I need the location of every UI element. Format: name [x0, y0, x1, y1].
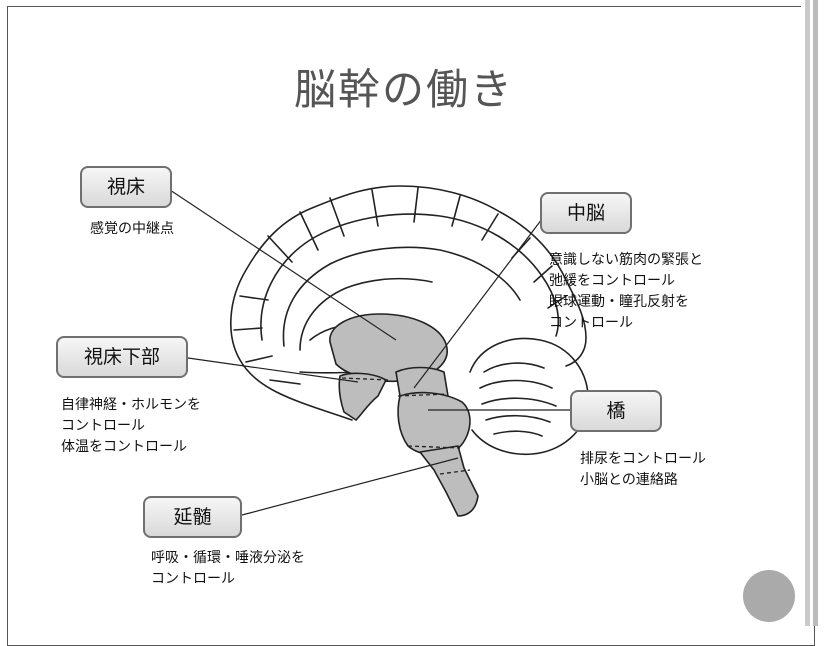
callout-line-hypothalamus — [187, 357, 359, 383]
desc-midbrain: 意識しない筋肉の緊張と 弛緩をコントロール 眼球運動・瞳孔反射を コントロール — [549, 252, 703, 331]
label-medulla: 延髄 — [143, 496, 242, 538]
slide-edge-decoration — [801, 0, 825, 626]
label-hypothalamus: 視床下部 — [56, 336, 188, 378]
gyrus-line — [282, 246, 521, 347]
brain-illustration — [169, 185, 589, 517]
label-pons: 橋 — [570, 390, 662, 432]
cerebellum-folia — [479, 362, 557, 437]
gyrus-line — [299, 277, 433, 351]
callout-line-thalamus — [169, 189, 397, 341]
cerebrum-outline — [230, 185, 587, 421]
desc-pons: 排尿をコントロール 小脳との連絡路 — [580, 451, 706, 488]
medulla-shape — [419, 445, 479, 517]
callout-line-medulla — [241, 457, 459, 516]
label-midbrain: 中脳 — [540, 192, 632, 234]
desc-hypothalamus: 自律神経・ホルモンを コントロール 体温をコントロール — [61, 397, 201, 455]
gyrus-line — [260, 213, 560, 341]
sulci-lines — [233, 187, 567, 363]
label-thalamus: 視床 — [80, 166, 172, 208]
slide-title: 脳幹の働き — [293, 65, 514, 114]
desc-medulla: 呼吸・循環・唾液分泌を コントロール — [151, 550, 305, 587]
hypothalamus-shape — [338, 372, 387, 421]
region-boundaries — [341, 377, 471, 475]
callout-line-midbrain — [413, 214, 546, 389]
desc-thalamus: 感覚の中継点 — [90, 221, 174, 237]
decorative-circle — [743, 570, 795, 622]
